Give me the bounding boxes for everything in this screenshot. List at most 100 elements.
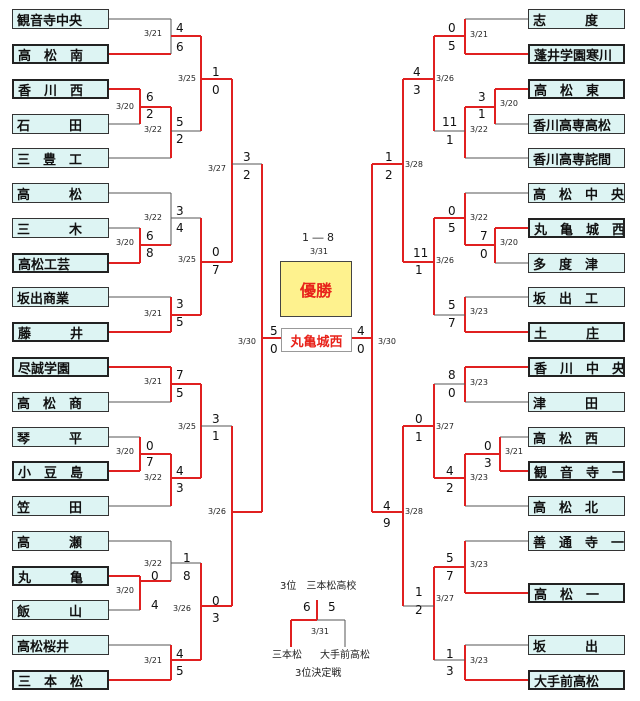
left-date: 3/21 (144, 377, 162, 386)
left-date: 3/25 (178, 422, 196, 431)
final-score-right: 4 (357, 324, 365, 338)
left-date: 3/27 (208, 164, 226, 173)
left-score: 0 (212, 245, 220, 259)
right-date: 3/26 (436, 74, 454, 83)
team-left-13: 琴 平 (12, 427, 109, 447)
left-score: 0 (151, 569, 159, 583)
right-date: 3/28 (405, 160, 423, 169)
right-score: 5 (448, 39, 456, 53)
right-score: 3 (478, 90, 486, 104)
team-left-17: 丸 亀 (12, 566, 109, 586)
right-score: 1 (446, 647, 454, 661)
right-date: 3/23 (470, 656, 488, 665)
left-score: 7 (176, 368, 184, 382)
team-right-19: 大手前高松 (528, 670, 625, 690)
right-date: 3/23 (470, 473, 488, 482)
right-date: 3/27 (436, 422, 454, 431)
right-date: 3/27 (436, 594, 454, 603)
right-date: 3/20 (500, 99, 518, 108)
final-score-right-2: 0 (357, 342, 365, 356)
right-score: 4 (383, 499, 391, 513)
team-right-18: 坂 出 (528, 635, 625, 655)
champion-team: 丸亀城西 (281, 328, 352, 352)
right-score: 0 (480, 247, 488, 261)
right-score: 7 (446, 569, 454, 583)
left-score: 7 (146, 455, 154, 469)
left-date: 3/20 (116, 447, 134, 456)
right-date: 3/21 (470, 30, 488, 39)
right-score: 0 (448, 21, 456, 35)
left-score: 1 (212, 65, 220, 79)
right-score: 1 (415, 585, 423, 599)
right-score: 5 (448, 298, 456, 312)
right-score: 11 (442, 115, 458, 129)
team-left-15: 笠 田 (12, 496, 109, 516)
right-score: 3 (413, 83, 421, 97)
team-right-7: 丸 亀 城 西 (528, 218, 625, 238)
right-score: 0 (415, 412, 423, 426)
right-score: 5 (446, 551, 454, 565)
left-score: 5 (176, 386, 184, 400)
right-score: 1 (446, 133, 454, 147)
left-date: 3/22 (144, 473, 162, 482)
left-score: 7 (212, 263, 220, 277)
left-score: 2 (176, 132, 184, 146)
left-date: 3/22 (144, 125, 162, 134)
team-right-9: 坂 出 工 (528, 287, 625, 307)
team-right-17: 高 松 一 (528, 583, 625, 603)
left-date: 3/21 (144, 309, 162, 318)
third-place-title: 3位 三本松高校 (280, 581, 357, 592)
left-date: 3/20 (116, 238, 134, 247)
team-right-5: 香川高専詫間 (528, 148, 625, 168)
left-score: 5 (176, 664, 184, 678)
team-left-11: 尽誠学園 (12, 357, 109, 377)
team-right-4: 香川高専高松 (528, 114, 625, 134)
left-score: 3 (243, 150, 251, 164)
right-date: 3/23 (470, 307, 488, 316)
team-right-13: 高 松 西 (528, 427, 625, 447)
final-date: 3/31 (310, 247, 328, 256)
team-right-2: 蓬井学園寒川 (528, 44, 625, 64)
team-left-4: 石 田 (12, 114, 109, 134)
right-score: 7 (480, 229, 488, 243)
left-score: 0 (212, 83, 220, 97)
left-date: 3/26 (173, 604, 191, 613)
team-left-18: 飯 山 (12, 600, 109, 620)
left-score: 0 (212, 594, 220, 608)
left-score: 0 (146, 439, 154, 453)
right-score: 0 (448, 204, 456, 218)
team-left-16: 高 瀬 (12, 531, 109, 551)
team-left-2: 高 松 南 (12, 44, 109, 64)
team-right-11: 香 川 中 央 (528, 357, 625, 377)
left-score: 2 (243, 168, 251, 182)
right-score: 2 (415, 603, 423, 617)
left-score: 3 (176, 297, 184, 311)
left-score: 8 (183, 569, 191, 583)
third-place-caption: 3位決定戦 (295, 668, 342, 679)
team-right-1: 志 度 (528, 9, 625, 29)
right-score: 0 (484, 439, 492, 453)
left-date: 3/20 (116, 102, 134, 111)
team-left-6: 高 松 (12, 183, 109, 203)
final-right-date: 3/30 (378, 337, 396, 346)
team-right-15: 高 松 北 (528, 496, 625, 516)
team-right-8: 多 度 津 (528, 253, 625, 273)
third-place-date: 3/31 (311, 627, 329, 636)
right-score: 9 (383, 516, 391, 530)
third-place-score-right: 5 (328, 600, 336, 614)
right-score: 4 (446, 464, 454, 478)
third-place-team-right: 大手前高松 (320, 650, 370, 661)
left-score: 3 (212, 611, 220, 625)
right-date: 3/20 (500, 238, 518, 247)
team-left-14: 小 豆 島 (12, 461, 109, 481)
team-left-12: 高 松 商 (12, 392, 109, 412)
right-date: 3/21 (505, 447, 523, 456)
right-score: 7 (448, 316, 456, 330)
right-score: 11 (413, 246, 429, 260)
left-score: 4 (176, 647, 184, 661)
team-right-12: 津 田 (528, 392, 625, 412)
right-date: 3/23 (470, 560, 488, 569)
left-date: 3/25 (178, 74, 196, 83)
